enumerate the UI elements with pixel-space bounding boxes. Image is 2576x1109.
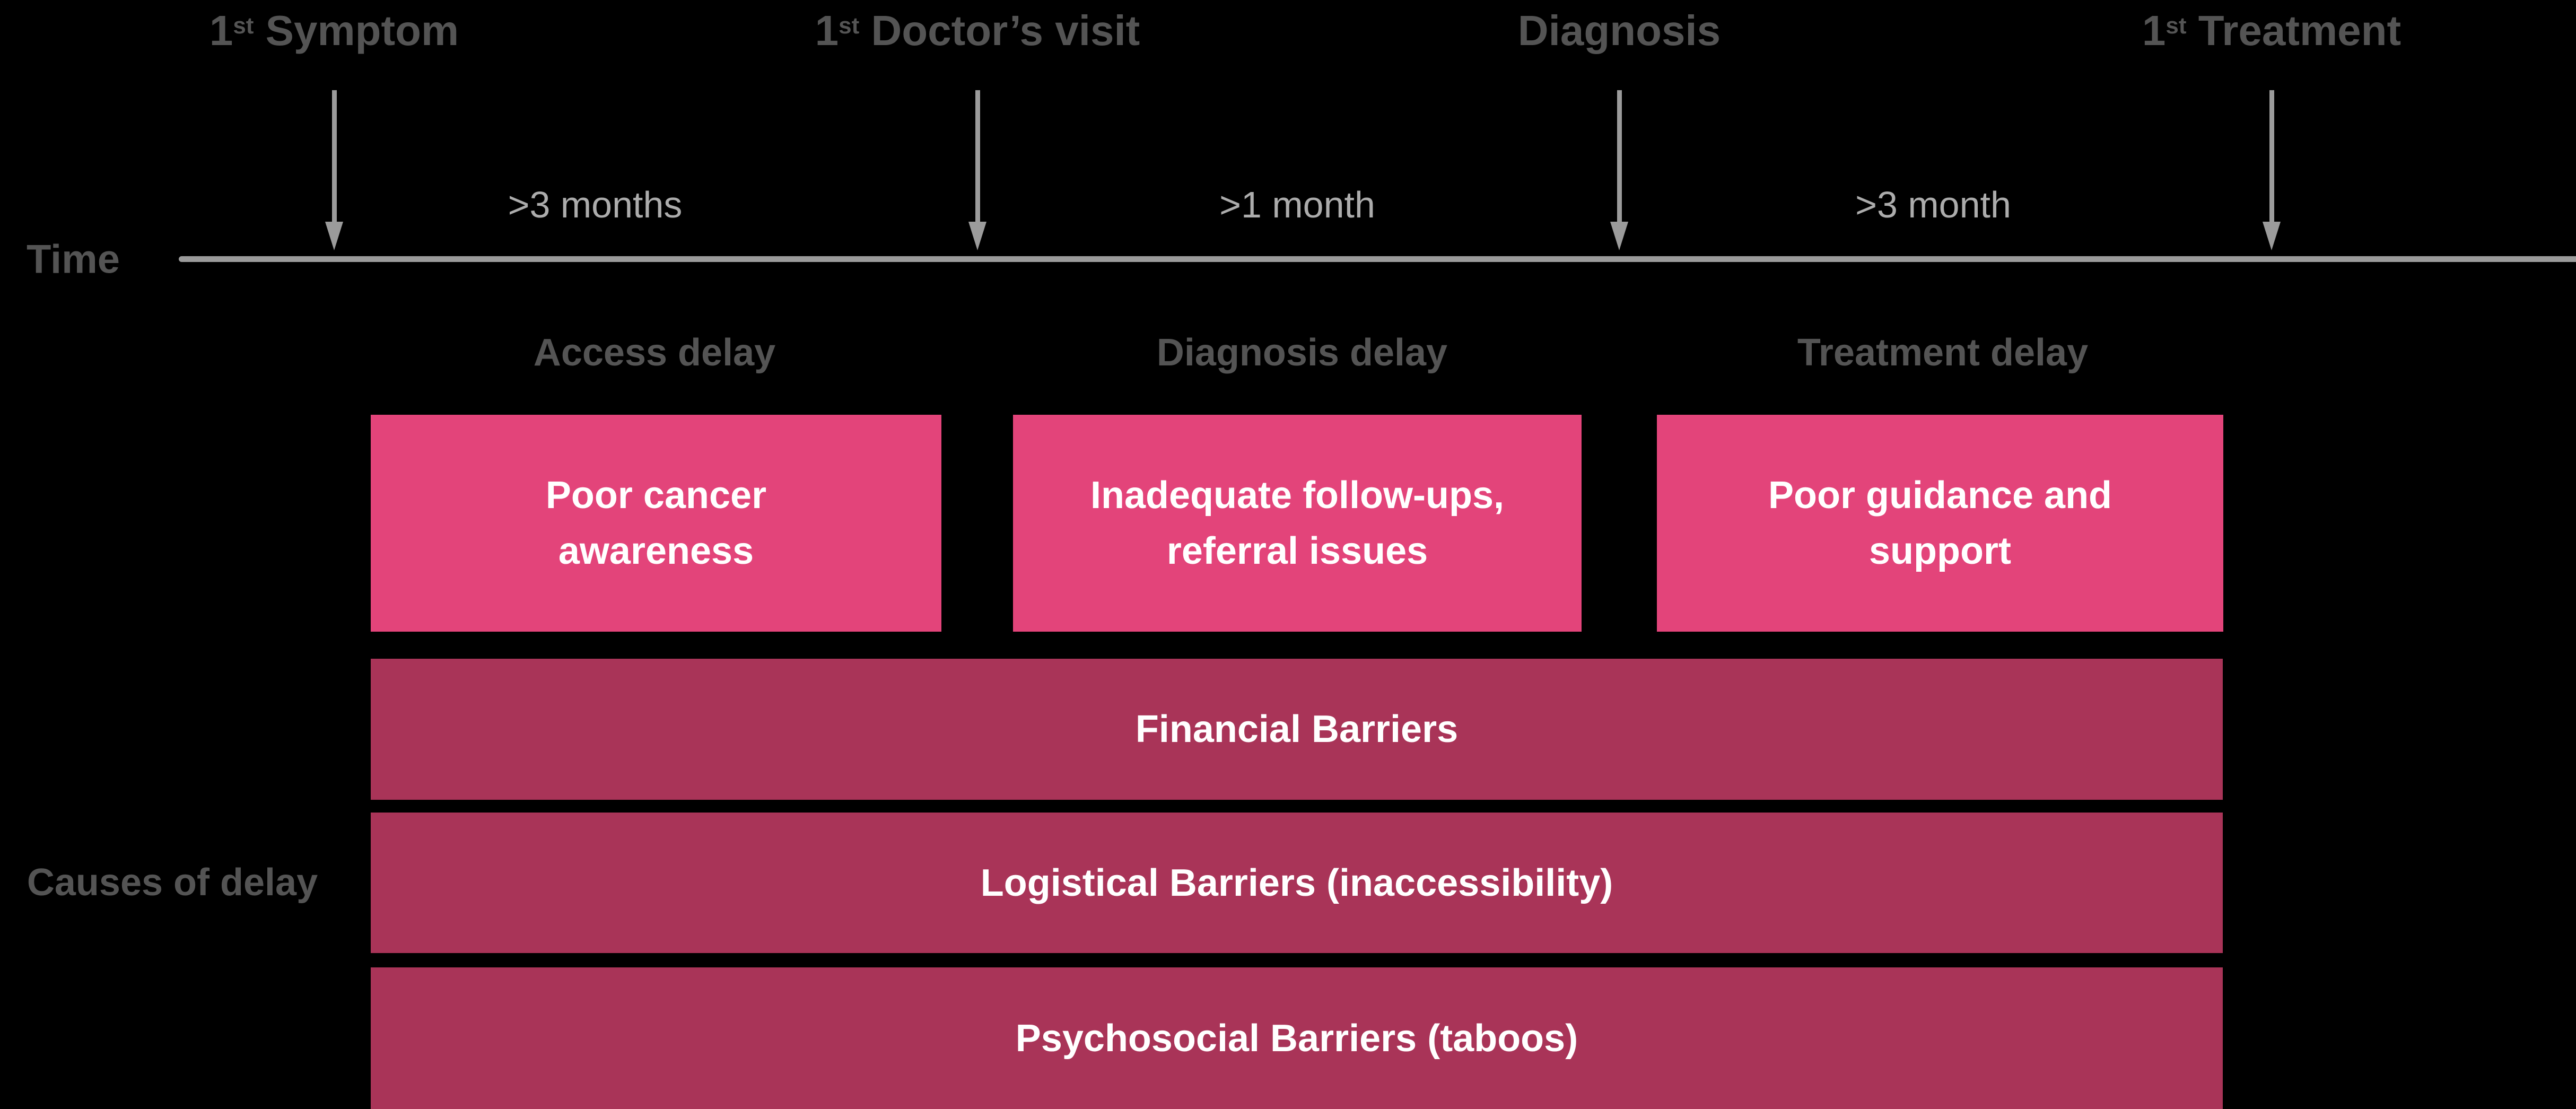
arrow-head xyxy=(2263,222,2281,250)
milestone-label: Symptom xyxy=(254,7,459,54)
cause-box-line: referral issues xyxy=(1166,529,1428,572)
arrow-head xyxy=(968,222,986,250)
down-arrow-icon xyxy=(1610,90,1628,250)
time-axis-line xyxy=(179,256,2576,262)
barrier-bar-financial: Financial Barriers xyxy=(371,659,2223,800)
milestone-number: 1 xyxy=(209,7,233,54)
cause-box-line: awareness xyxy=(558,529,754,572)
arrow-shaft xyxy=(2269,90,2274,222)
barrier-bar-psychosocial: Psychosocial Barriers (taboos) xyxy=(371,967,2223,1109)
milestone-first-treatment: 1st Treatment xyxy=(2142,6,2401,55)
milestone-number: 1 xyxy=(2142,7,2166,54)
arrow-head xyxy=(1610,222,1628,250)
milestone-label: Doctor’s visit xyxy=(859,7,1140,54)
barrier-bar-logistical: Logistical Barriers (inaccessibility) xyxy=(371,813,2223,953)
milestone-number: 1 xyxy=(815,7,839,54)
cause-box-line: Poor guidance and xyxy=(1768,474,2112,517)
delay-title-access: Access delay xyxy=(533,331,776,374)
cause-box-diagnosis-delay: Inadequate follow-ups, referral issues xyxy=(1013,415,1582,632)
causes-of-delay-title: Causes of delay xyxy=(27,861,318,904)
arrow-shaft xyxy=(331,90,337,222)
interval-label-diagnosis-to-treatment: >3 month xyxy=(1855,184,2011,225)
cause-box-treatment-delay: Poor guidance and support xyxy=(1657,415,2223,632)
arrow-shaft xyxy=(975,90,980,222)
milestone-label: Treatment xyxy=(2186,7,2402,54)
cause-box-line: support xyxy=(1869,529,2011,572)
milestone-first-doctors-visit: 1st Doctor’s visit xyxy=(815,6,1140,55)
milestone-ordinal-suffix: st xyxy=(233,13,254,39)
cause-box-line: Inadequate follow-ups, xyxy=(1090,474,1504,517)
milestone-label: Diagnosis xyxy=(1517,7,1721,54)
down-arrow-icon xyxy=(968,90,986,250)
milestone-ordinal-suffix: st xyxy=(2165,13,2187,39)
arrow-shaft xyxy=(1617,90,1622,222)
milestone-first-symptom: 1st Symptom xyxy=(209,6,459,55)
down-arrow-icon xyxy=(325,90,343,250)
interval-label-visit-to-diagnosis: >1 month xyxy=(1219,184,1375,225)
milestone-ordinal-suffix: st xyxy=(839,13,860,39)
time-axis-title: Time xyxy=(26,237,120,282)
milestone-diagnosis: Diagnosis xyxy=(1518,6,1721,55)
cause-box-access-delay: Poor cancer awareness xyxy=(371,415,941,632)
down-arrow-icon xyxy=(2263,90,2281,250)
cause-box-line: Poor cancer xyxy=(545,474,767,517)
interval-label-symptom-to-visit: >3 months xyxy=(508,184,683,225)
arrow-head xyxy=(325,222,343,250)
delay-title-treatment: Treatment delay xyxy=(1797,331,2089,374)
delay-title-diagnosis: Diagnosis delay xyxy=(1156,331,1448,374)
